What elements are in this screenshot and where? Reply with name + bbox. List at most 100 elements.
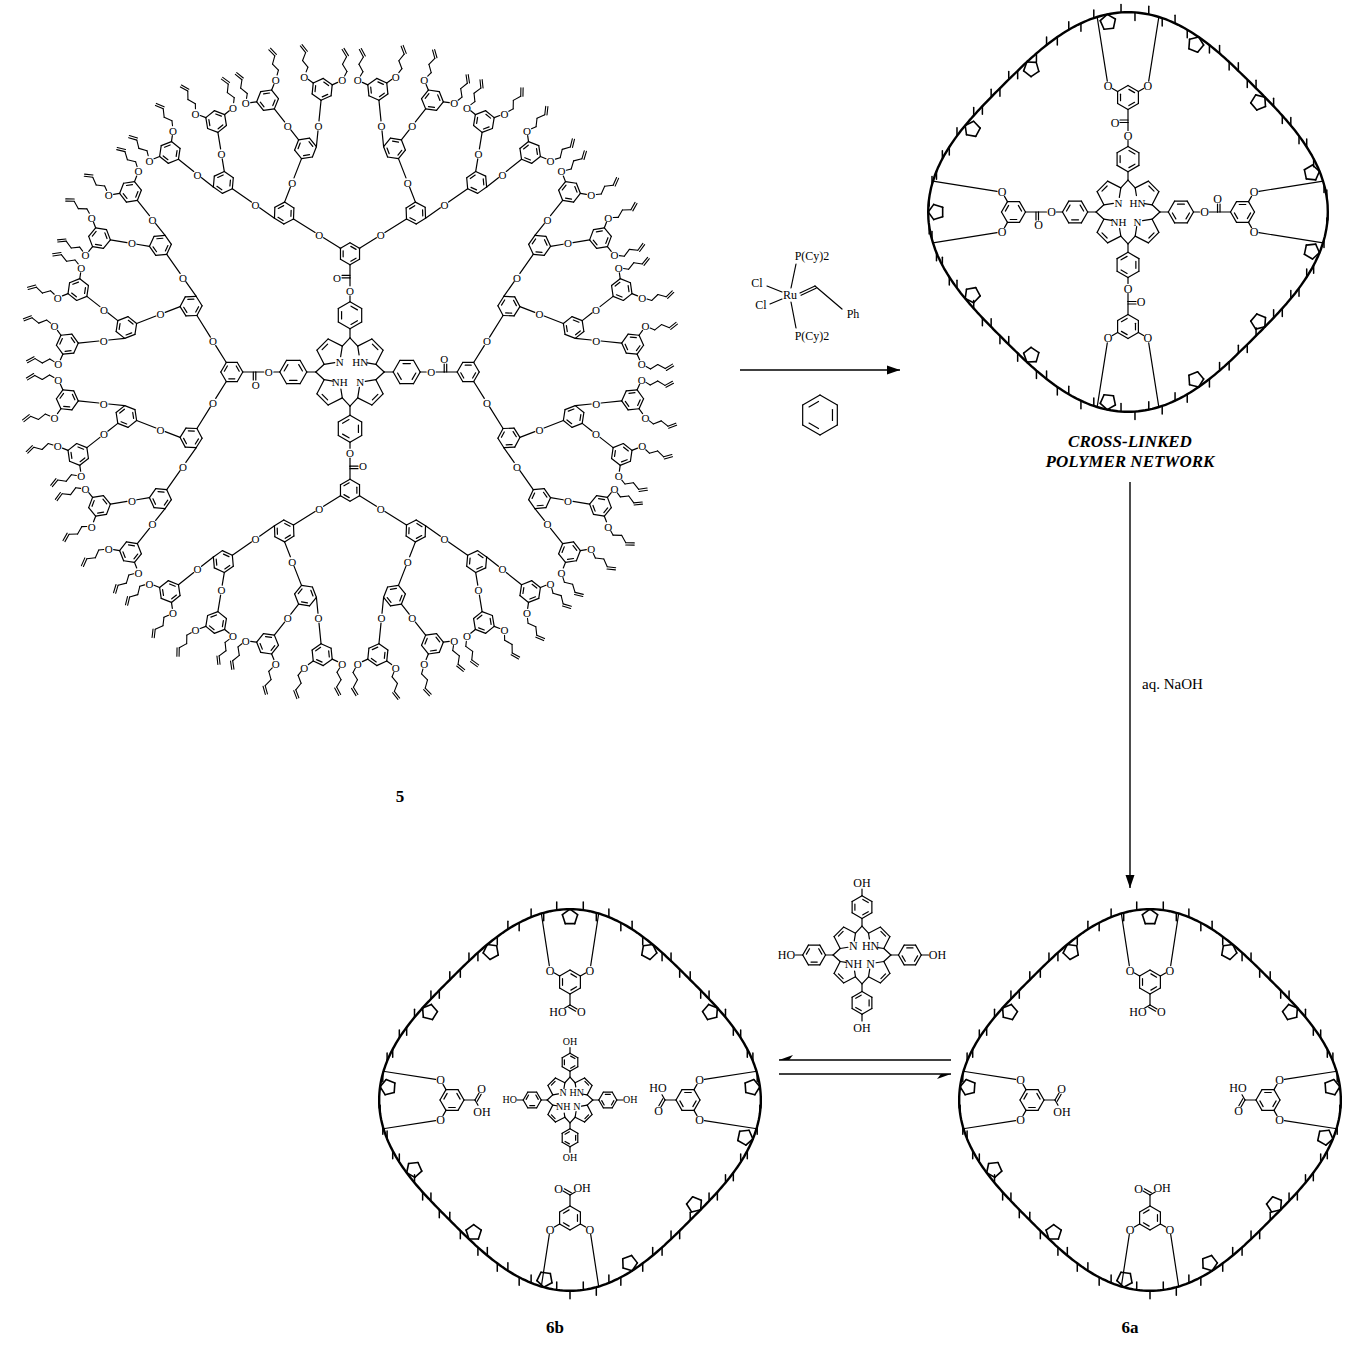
- polymer-network: [1134, 412, 1136, 420]
- dendrimer-bond: [137, 528, 149, 543]
- dendrimer-bond: [658, 365, 665, 369]
- cage-bond: [541, 913, 549, 965]
- dendrimer-bond: [564, 582, 572, 584]
- dendrimer-bond: [295, 594, 299, 604]
- dendrimer-bond: [68, 283, 70, 294]
- dendrimer-bond: [536, 148, 538, 154]
- dendrimer-bond: [467, 171, 476, 177]
- dendrimer-bond: [612, 459, 621, 466]
- polymer-network: [1188, 909, 1190, 917]
- dendrimer-bond: [622, 391, 627, 401]
- dendrimer-bond: [439, 642, 443, 652]
- porphyrin-bond: [605, 1094, 610, 1095]
- polymer-network: [449, 972, 451, 980]
- porphyrin-bond: [904, 964, 915, 965]
- dendrimer-bond: [425, 94, 429, 99]
- polymer-network: [1024, 353, 1027, 362]
- dendrimer-bond: [626, 353, 637, 354]
- dendrimer-bond: [294, 219, 316, 233]
- porphyrin-bond: [280, 360, 287, 372]
- dendrimer-bond: [103, 496, 110, 505]
- dendrimer-bond: [639, 490, 647, 491]
- polymer-network: [1093, 10, 1095, 18]
- dendrimer-bond: [630, 283, 632, 294]
- dendrimer-bond: [425, 638, 427, 644]
- cage-bond: [475, 1100, 478, 1105]
- polymer-network: [1327, 1049, 1329, 1057]
- core-bond: [1007, 201, 1019, 202]
- porphyrin-bond: [1081, 212, 1087, 223]
- dendrimer-bond: [449, 542, 468, 555]
- cage-bond: [963, 1071, 1015, 1079]
- dendrimer-bond: [84, 176, 92, 178]
- cage-bond: [1150, 1224, 1160, 1230]
- polymer-network: [1326, 190, 1328, 198]
- polymer-network: [1259, 969, 1261, 977]
- dendrimer-bond: [45, 414, 50, 416]
- dendrimer-bond: [370, 87, 372, 93]
- porphyrin-bond: [1128, 165, 1139, 171]
- polymer-network: [1188, 375, 1190, 384]
- polymer-network: [468, 953, 470, 961]
- dendrimer-bond: [619, 255, 624, 257]
- dendrimer-bond: [285, 535, 290, 538]
- dendrimer-bond: [135, 182, 142, 191]
- dendrimer-bond: [93, 177, 96, 185]
- core-bond: [1005, 205, 1008, 211]
- dendrimer-bond: [214, 629, 224, 633]
- dendrimer-bond: [520, 88, 521, 97]
- dendrimer-bond: [87, 448, 89, 459]
- polymer-network: [497, 937, 499, 945]
- polymer-network: [752, 1053, 754, 1061]
- dendrimer-bond: [453, 651, 460, 656]
- dendrimer-bond: [180, 428, 186, 437]
- porphyrin-bond: [871, 997, 872, 1008]
- polymer-network: [1134, 12, 1136, 20]
- core-bond: [1117, 91, 1118, 103]
- porphyrin-bond: [528, 1107, 537, 1108]
- dendrimer-bond: [31, 416, 39, 419]
- core-bond: [1138, 88, 1143, 91]
- dendrimer-bond: [563, 604, 571, 606]
- dendrimer-bond: [118, 583, 126, 585]
- dendrimer-bond: [85, 174, 93, 176]
- dendrimer-bond: [93, 496, 104, 498]
- polymer-network: [692, 1210, 701, 1212]
- polymer-network: [1209, 45, 1211, 53]
- dendrimer-bond: [482, 80, 484, 88]
- porphyrin-bond: [570, 1129, 578, 1134]
- dendrimer-bond: [176, 151, 178, 157]
- dendrimer-bond: [615, 282, 620, 286]
- dendrimer-bond: [535, 235, 546, 237]
- dendrimer-bond: [78, 401, 99, 403]
- dendrimer-bond: [27, 357, 34, 361]
- dendrimer-bond: [156, 254, 167, 256]
- polymer-network: [745, 1080, 754, 1084]
- dendrimer-bond: [340, 479, 350, 485]
- dendrimer-bond: [629, 249, 637, 251]
- core-bond: [1138, 321, 1139, 333]
- polymer-network: [407, 1173, 415, 1178]
- dendrimer-bond: [232, 542, 251, 555]
- dendrimer-bond: [319, 623, 321, 644]
- dendrimer-bond: [487, 178, 499, 187]
- polymer-network: [382, 1074, 384, 1082]
- polymer-network: [1198, 372, 1204, 379]
- porphyrin-bond: [820, 945, 826, 955]
- dendrimer-bond: [571, 161, 573, 169]
- cage-bond: [1026, 1110, 1038, 1111]
- polymer-network: [1306, 243, 1315, 246]
- dendrimer-bond: [486, 111, 495, 118]
- polymer-network: [530, 909, 532, 917]
- porphyrin-bond: [1186, 213, 1189, 219]
- dendrimer-bond: [68, 444, 77, 451]
- dendrimer-bond: [471, 111, 476, 115]
- core-bond: [1117, 321, 1118, 333]
- dendrimer-bond: [438, 95, 440, 101]
- dendrimer-bond: [352, 688, 356, 695]
- dendrimer-bond: [68, 294, 77, 301]
- dendrimer-bond: [129, 136, 137, 138]
- dendrimer-bond: [251, 641, 257, 643]
- dendrimer-bond: [572, 423, 582, 427]
